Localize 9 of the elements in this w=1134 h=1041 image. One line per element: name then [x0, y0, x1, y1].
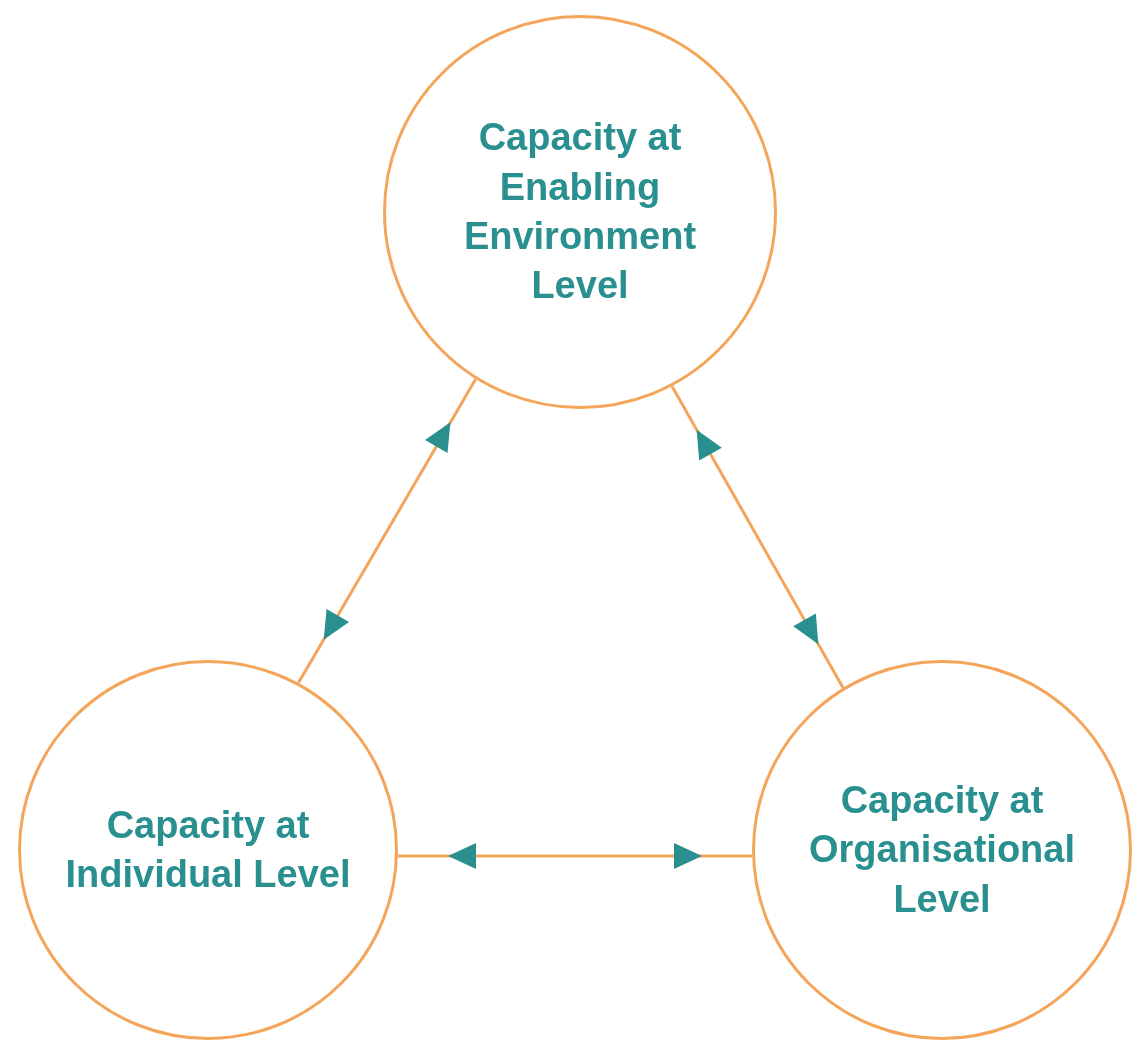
double-arrow — [297, 378, 477, 684]
node-label: Capacity at Organisational Level — [807, 777, 1077, 922]
double-arrow — [670, 385, 845, 689]
circle-node — [383, 15, 777, 409]
node-label: Capacity at Individual Level — [64, 802, 352, 897]
circle-node — [752, 660, 1132, 1040]
double-arrow — [398, 843, 752, 869]
node-label: Capacity at Enabling Environment Level — [462, 115, 698, 309]
circle-node — [18, 660, 398, 1040]
